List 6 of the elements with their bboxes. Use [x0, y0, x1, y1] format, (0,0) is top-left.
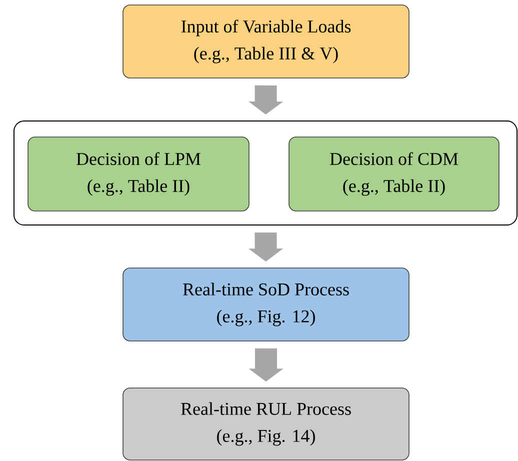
input-box: Input of Variable Loads (e.g., Table III & V) — [122, 4, 410, 78]
decision-box: Decision of LPM (e.g., Table II) — [28, 136, 250, 212]
decision-box: Decision of CDM (e.g., Table II) — [288, 136, 500, 212]
process-box: Real-time SoD Process (e.g., Fig. 12) — [122, 268, 410, 342]
process-box: Real-time RUL Process (e.g., Fig. 14) — [122, 388, 410, 460]
group-frame — [14, 120, 518, 226]
